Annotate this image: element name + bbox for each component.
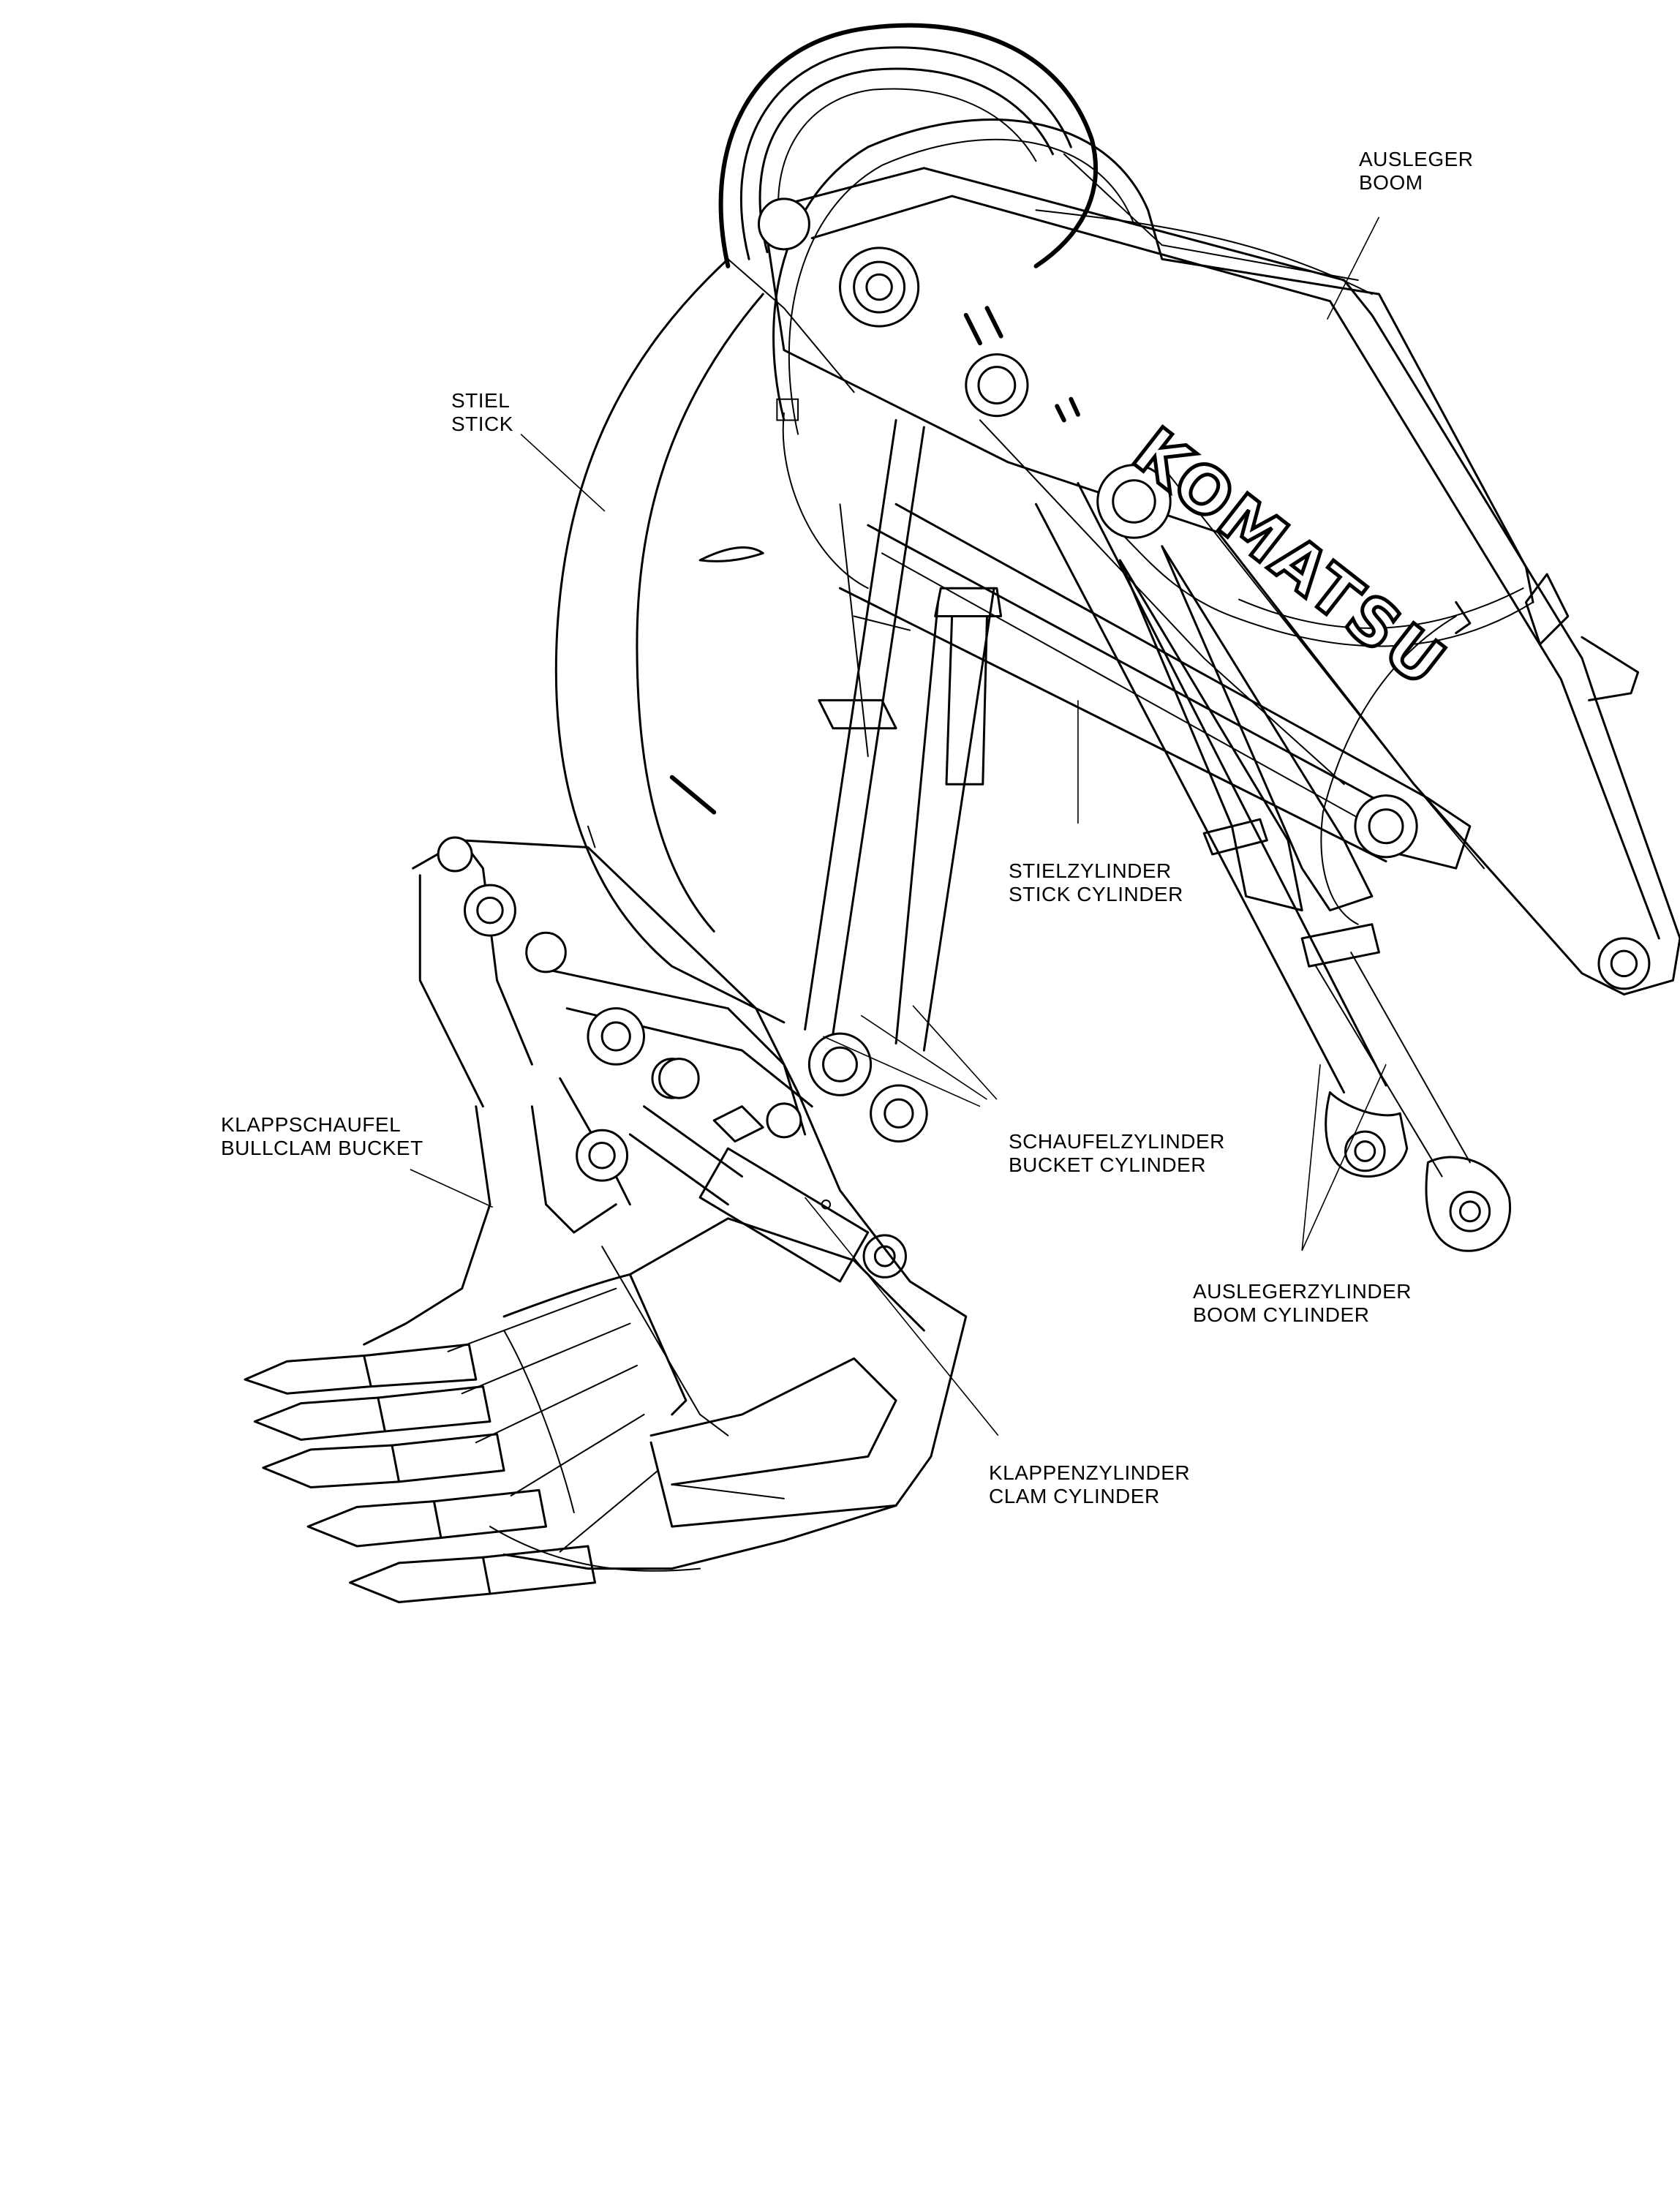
bullclam-bucket: [364, 837, 966, 1571]
label-boom-de: AUSLEGER: [1359, 148, 1474, 170]
clam-cylinder: [630, 1059, 867, 1281]
label-boom: AUSLEGER BOOM: [1359, 148, 1474, 195]
label-bucket-cylinder-en: BUCKET CYLINDER: [1009, 1153, 1206, 1176]
boom-hoses: [774, 120, 1568, 924]
label-boom-cylinder: AUSLEGERZYLINDER BOOM CYLINDER: [1193, 1280, 1412, 1327]
label-bucket-cylinder: SCHAUFELZYLINDER BUCKET CYLINDER: [1009, 1130, 1225, 1177]
label-stick: STIEL STICK: [451, 389, 513, 436]
label-clam-cylinder-de: KLAPPENZYLINDER: [989, 1461, 1191, 1484]
bucket-cylinders: [805, 420, 1001, 1050]
label-stick-cylinder: STIELZYLINDER STICK CYLINDER: [1009, 859, 1183, 906]
stick-cylinder: [840, 504, 1470, 868]
stick: [556, 259, 854, 1023]
label-clam-cylinder: KLAPPENZYLINDER CLAM CYLINDER: [989, 1461, 1190, 1508]
label-stick-de: STIEL: [451, 389, 511, 412]
label-bucket-cylinder-de: SCHAUFELZYLINDER: [1009, 1130, 1225, 1153]
label-stick-en: STICK: [451, 413, 513, 435]
label-clam-cylinder-en: CLAM CYLINDER: [989, 1485, 1160, 1507]
label-boom-cylinder-en: BOOM CYLINDER: [1193, 1303, 1370, 1326]
leader-lines: [410, 217, 1386, 1436]
pin-joints: [758, 199, 1649, 1277]
label-stick-cylinder-de: STIELZYLINDER: [1009, 859, 1172, 882]
boom-cylinders: [1036, 483, 1510, 1251]
label-bullclam-bucket-de: KLAPPSCHAUFEL: [221, 1113, 402, 1136]
label-stick-cylinder-en: STICK CYLINDER: [1009, 883, 1183, 905]
bucket-teeth: [245, 1289, 658, 1603]
label-bullclam-bucket: KLAPPSCHAUFEL BULLCLAM BUCKET: [221, 1113, 423, 1160]
label-bullclam-bucket-en: BULLCLAM BUCKET: [221, 1137, 423, 1159]
boom-detail-marks: [966, 308, 1638, 700]
label-boom-cylinder-de: AUSLEGERZYLINDER: [1193, 1280, 1412, 1303]
label-boom-en: BOOM: [1359, 171, 1423, 194]
